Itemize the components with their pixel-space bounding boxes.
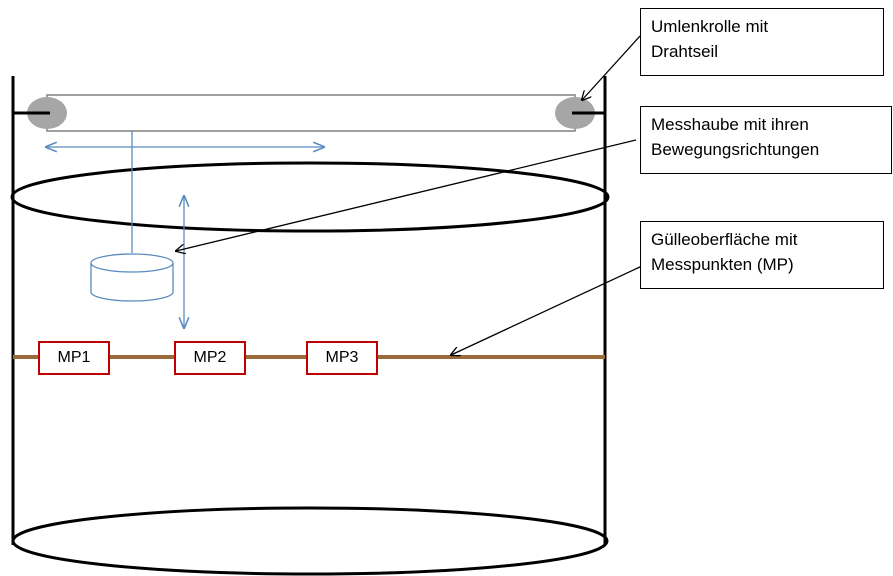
pulley-callout-line2: Drahtseil xyxy=(651,42,719,61)
measuring-hood xyxy=(90,253,174,302)
measurement-point-label: MP1 xyxy=(57,349,91,366)
hood-callout: Messhaube mit ihren Bewegungsrichtungen xyxy=(640,106,892,174)
pulley-leader-arrow xyxy=(582,35,641,100)
measurement-point-label: MP2 xyxy=(193,349,227,366)
measurement-point-label: MP3 xyxy=(325,349,359,366)
pulley-callout: Umlenkrolle mit Drahtseil xyxy=(640,8,884,76)
surface-callout-line1: Gülleoberfläche mit xyxy=(651,230,798,249)
measurement-point-2: MP2 xyxy=(174,341,246,375)
hood-callout-line1: Messhaube mit ihren xyxy=(651,115,809,134)
pulley-callout-line1: Umlenkrolle mit xyxy=(651,17,769,36)
hood-leader-arrow xyxy=(176,139,637,251)
surface-callout-line2: Messpunkten (MP) xyxy=(651,255,794,274)
measurement-point-1: MP1 xyxy=(38,341,110,375)
tank-top-ellipse xyxy=(10,161,610,233)
wire-rope xyxy=(46,94,576,132)
measurement-point-3: MP3 xyxy=(306,341,378,375)
tank-bottom-ellipse xyxy=(11,506,609,576)
hood-callout-line2: Bewegungsrichtungen xyxy=(651,140,820,159)
surface-leader-arrow xyxy=(451,265,643,355)
surface-callout: Gülleoberfläche mit Messpunkten (MP) xyxy=(640,221,884,289)
